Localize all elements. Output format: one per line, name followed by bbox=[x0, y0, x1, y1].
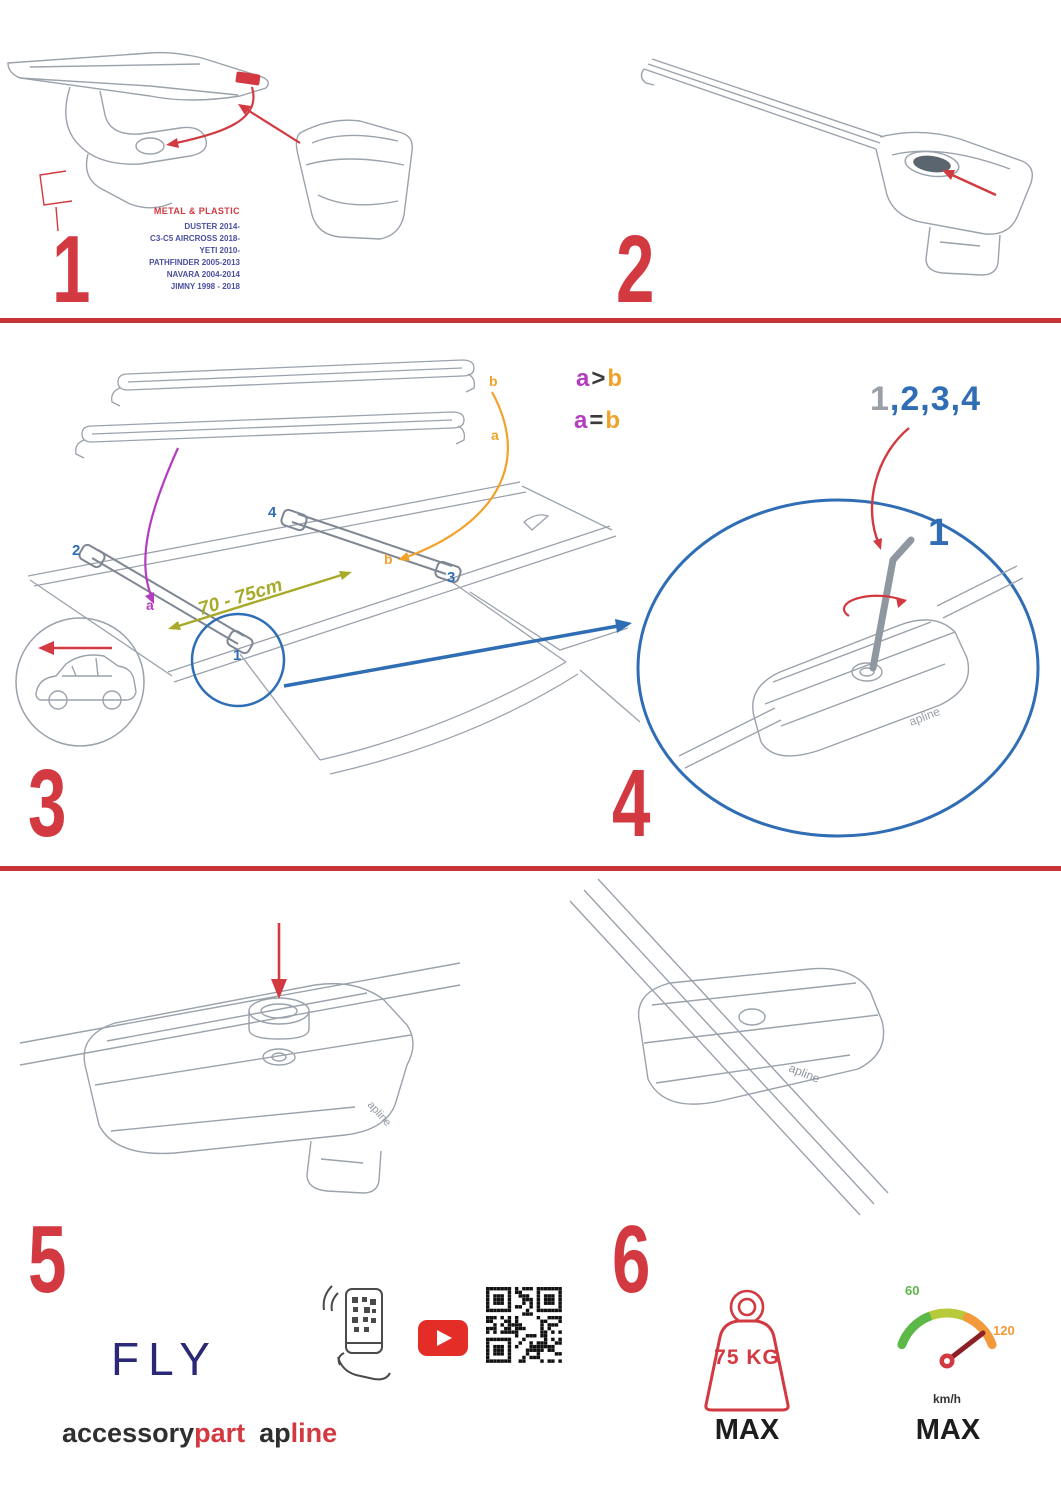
zoom-circle bbox=[636, 498, 1040, 838]
arrowhead bbox=[398, 552, 410, 561]
clamp-zoom-line-art bbox=[678, 565, 1024, 769]
legend-operator: = bbox=[589, 407, 606, 434]
apline-logo-text: apline bbox=[907, 704, 942, 729]
roof-position-4: 4 bbox=[268, 504, 277, 521]
arrowhead bbox=[873, 538, 882, 550]
arrowhead bbox=[942, 170, 955, 180]
weight-max-label: MAX bbox=[714, 1414, 780, 1446]
model-item: NAVARA 2004-2014 bbox=[166, 270, 240, 279]
curve-a bbox=[144, 447, 180, 599]
curve-b bbox=[403, 391, 509, 560]
bar-label-b: b bbox=[489, 373, 498, 389]
roof-position-2: 2 bbox=[72, 542, 81, 559]
car-direction-inset bbox=[15, 617, 145, 747]
legend-row-a-eq-b: a=b bbox=[574, 407, 622, 435]
phone-scan-icon bbox=[322, 1285, 391, 1381]
arrowhead bbox=[339, 571, 352, 580]
car-roof-line-art bbox=[27, 481, 640, 775]
step1-clamp-exploded-illustration bbox=[7, 51, 413, 240]
legend-a: a bbox=[576, 365, 592, 392]
clamp-knob-line-art bbox=[19, 962, 461, 1194]
model-item: YETI 2010- bbox=[199, 246, 240, 255]
step1-material-label: METAL & PLASTIC bbox=[153, 206, 240, 216]
fly-logo: FLY bbox=[111, 1333, 219, 1385]
apline-logo-patch bbox=[235, 71, 261, 86]
step6-number: 6 bbox=[612, 1206, 650, 1313]
roof-label-a: a bbox=[146, 597, 154, 613]
brand-ap: ap bbox=[259, 1418, 291, 1448]
model-item: PATHFINDER 2005-2013 bbox=[149, 258, 240, 267]
roof-cross-bars bbox=[78, 508, 462, 655]
bar-label-a: a bbox=[491, 427, 499, 443]
speedometer-icon bbox=[897, 1308, 997, 1369]
step4-zoom-illustration: apline bbox=[636, 427, 1040, 838]
key-slot bbox=[913, 155, 951, 173]
arrowhead bbox=[271, 979, 287, 999]
bar-end-line-art bbox=[7, 51, 413, 240]
arrowhead bbox=[166, 138, 179, 148]
step5-knob-illustration: apline bbox=[19, 923, 461, 1194]
step1-number: 1 bbox=[52, 216, 90, 323]
allen-key bbox=[869, 536, 915, 672]
weight-limit-label: 75 KG bbox=[714, 1346, 780, 1369]
tighten-sequence: 1,2,3,4 bbox=[870, 380, 981, 419]
callout-bracket bbox=[39, 170, 73, 232]
sequence-first: 1 bbox=[870, 380, 890, 418]
apline-logo-text: apline bbox=[787, 1061, 822, 1086]
step5-mounted-clamp-illustration: apline bbox=[569, 878, 889, 1216]
arrowhead bbox=[896, 597, 907, 608]
step1-model-list: DUSTER 2014- C3-C5 AIRCROSS 2018- YETI 2… bbox=[100, 221, 240, 293]
step2-number: 2 bbox=[616, 216, 654, 323]
max-weight-icon bbox=[704, 1289, 790, 1412]
roof-label-b: b bbox=[384, 551, 393, 567]
step3-number: 3 bbox=[28, 750, 66, 857]
youtube-icon bbox=[418, 1320, 468, 1356]
legend-row-a-gt-b: a>b bbox=[576, 365, 624, 393]
mounted-clamp-line-art bbox=[569, 878, 889, 1216]
step4-callout-1: 1 bbox=[928, 512, 950, 554]
arrowhead bbox=[145, 592, 154, 604]
roof-position-3: 3 bbox=[447, 569, 456, 586]
section-divider-bottom bbox=[0, 866, 1061, 871]
arrowhead bbox=[615, 619, 632, 633]
sequence-arrow bbox=[870, 427, 910, 545]
model-item: C3-C5 AIRCROSS 2018- bbox=[150, 234, 240, 243]
speed-low-label: 60 bbox=[905, 1283, 920, 1298]
zoom-arrow bbox=[283, 624, 619, 688]
model-item: JIMNY 1998 - 2018 bbox=[170, 282, 240, 291]
section-divider-top bbox=[0, 318, 1061, 323]
distance-arrow bbox=[171, 571, 349, 630]
legend-operator: > bbox=[591, 365, 608, 392]
brand-part: part bbox=[194, 1418, 246, 1448]
legend-a: a bbox=[574, 407, 590, 434]
step2-red-arrow bbox=[949, 172, 997, 197]
model-item: DUSTER 2014- bbox=[184, 222, 240, 231]
step1-red-arrows bbox=[171, 86, 301, 146]
bar-line-art bbox=[640, 58, 1034, 276]
speed-high-label: 120 bbox=[993, 1323, 1015, 1338]
loose-bars bbox=[75, 359, 476, 459]
arrowhead bbox=[238, 104, 251, 115]
rotate-arrow bbox=[842, 594, 906, 617]
blue-circle-highlight bbox=[190, 612, 286, 708]
brand-accessory: accessory bbox=[62, 1418, 195, 1448]
qr-code-icon bbox=[486, 1287, 562, 1363]
arrowhead bbox=[168, 621, 181, 630]
legend-b: b bbox=[607, 365, 625, 392]
legend-b: b bbox=[605, 407, 623, 434]
step2-bar-slot-illustration bbox=[640, 58, 1034, 276]
step3-roof-overview-illustration bbox=[15, 359, 640, 775]
step4-number: 4 bbox=[612, 750, 650, 857]
sequence-rest: ,2,3,4 bbox=[889, 380, 981, 418]
speed-unit-label: km/h bbox=[932, 1392, 961, 1406]
brand-line: line bbox=[290, 1418, 338, 1448]
roof-position-1: 1 bbox=[233, 647, 242, 664]
step5-number: 5 bbox=[28, 1206, 66, 1313]
speed-max-label: MAX bbox=[915, 1414, 981, 1446]
